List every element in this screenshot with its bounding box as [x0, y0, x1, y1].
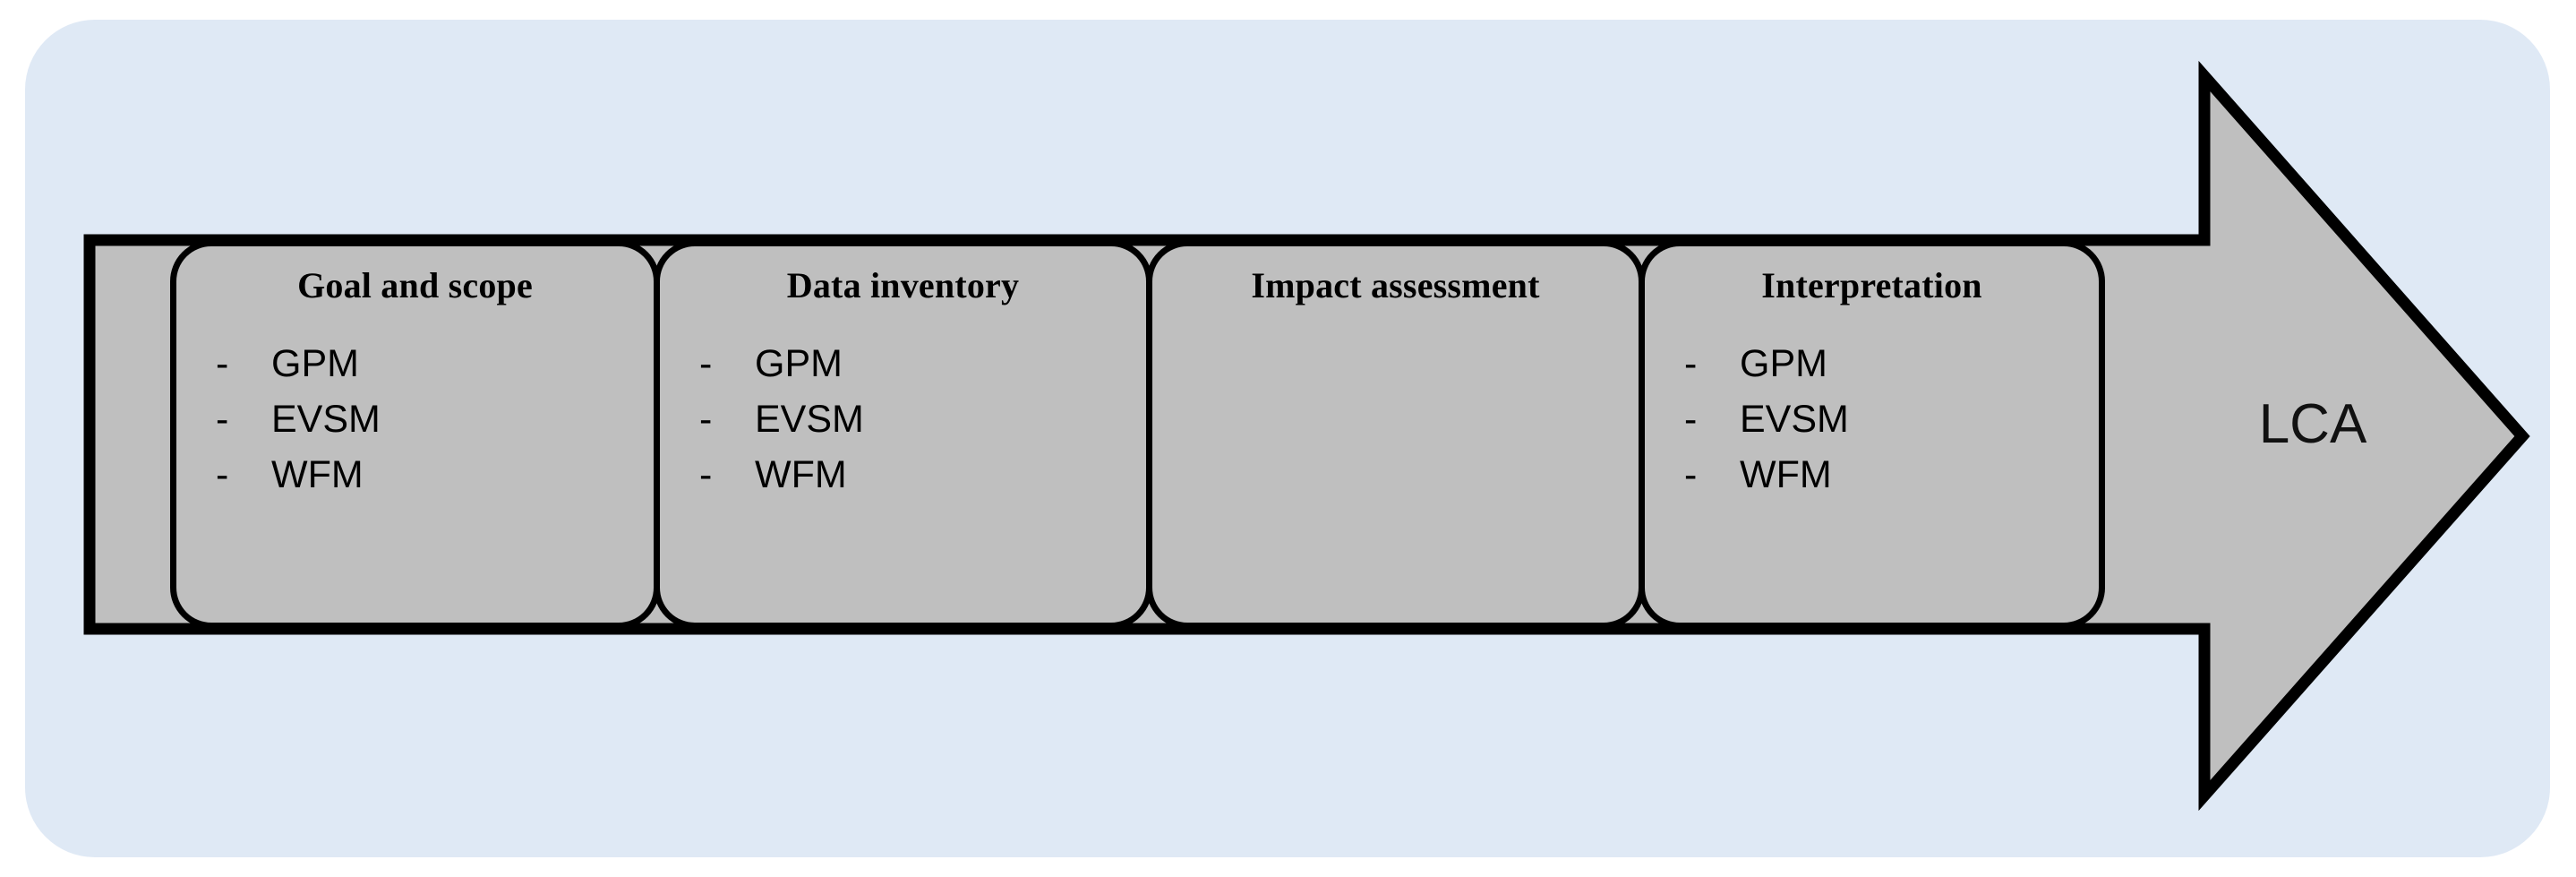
stage-title: Goal and scope — [297, 265, 533, 305]
bullet-dash-icon: - — [699, 453, 713, 496]
list-item: - EVSM — [660, 400, 1146, 439]
bullet-dash-icon: - — [699, 342, 713, 385]
stage-bullet-list: - GPM - EVSM - WFM — [176, 345, 654, 494]
list-item: - EVSM — [1645, 400, 2099, 439]
stage-list: Goal and scope - GPM - EVSM - WFM Data i… — [170, 240, 2105, 629]
bullet-label: GPM — [1740, 342, 1827, 385]
bullet-label: WFM — [271, 453, 364, 496]
stage-box-interpretation[interactable]: Interpretation - GPM - EVSM - WFM — [1639, 240, 2105, 629]
bullet-dash-icon: - — [699, 398, 713, 441]
bullet-dash-icon: - — [1684, 453, 1698, 496]
bullet-label: EVSM — [1740, 398, 1849, 441]
bullet-label: EVSM — [755, 398, 864, 441]
bullet-dash-icon: - — [216, 453, 229, 496]
stage-title: Impact assessment — [1251, 265, 1540, 305]
list-item: - WFM — [1645, 456, 2099, 494]
stage-box-data-inventory[interactable]: Data inventory - GPM - EVSM - WFM — [654, 240, 1152, 629]
bullet-dash-icon: - — [1684, 398, 1698, 441]
list-item: - WFM — [660, 456, 1146, 494]
stage-bullet-list: - GPM - EVSM - WFM — [1645, 345, 2099, 494]
bullet-dash-icon: - — [1684, 342, 1698, 385]
bullet-label: EVSM — [271, 398, 381, 441]
list-item: - GPM — [660, 345, 1146, 383]
arrow-output-label: LCA — [2258, 393, 2367, 455]
list-item: - EVSM — [176, 400, 654, 439]
stage-title: Interpretation — [1761, 265, 1982, 305]
stage-title: Data inventory — [786, 265, 1020, 305]
stage-box-goal-and-scope[interactable]: Goal and scope - GPM - EVSM - WFM — [170, 240, 660, 629]
list-item: - GPM — [1645, 345, 2099, 383]
bullet-label: GPM — [271, 342, 359, 385]
stage-bullet-list: - GPM - EVSM - WFM — [660, 345, 1146, 494]
bullet-dash-icon: - — [216, 398, 229, 441]
bullet-dash-icon: - — [216, 342, 229, 385]
list-item: - WFM — [176, 456, 654, 494]
bullet-label: WFM — [1740, 453, 1832, 496]
list-item: - GPM — [176, 345, 654, 383]
bullet-label: GPM — [755, 342, 843, 385]
bullet-label: WFM — [755, 453, 847, 496]
stage-box-impact-assessment[interactable]: Impact assessment — [1146, 240, 1645, 629]
